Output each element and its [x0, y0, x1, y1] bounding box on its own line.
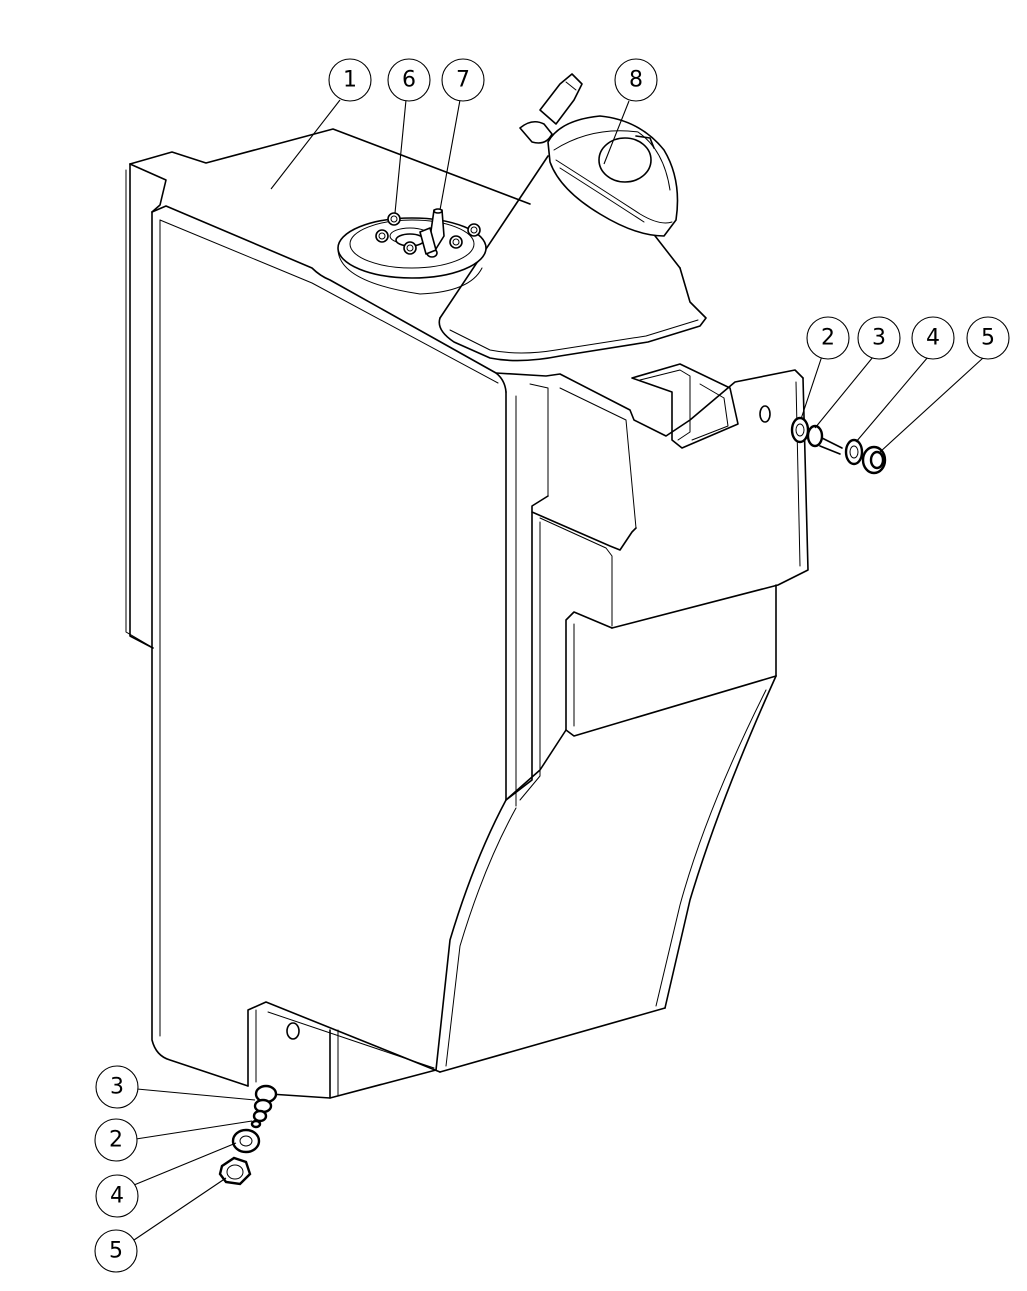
pump-flange: [337, 208, 487, 295]
balloon-3-left: 3: [95, 1065, 139, 1109]
balloon-8: 8: [614, 58, 658, 102]
flange-bolt: [467, 223, 481, 237]
flange-bolt: [449, 235, 463, 249]
balloon-5-left: 5: [94, 1229, 138, 1273]
filler-neck: [438, 155, 707, 362]
left-fitting-assembly: [218, 1084, 278, 1186]
flange-bolt: [375, 229, 389, 243]
balloon-5-left-label: 5: [109, 1239, 123, 1264]
balloon-7-label: 7: [456, 68, 470, 93]
balloon-4-right-label: 4: [926, 326, 940, 351]
balloon-3-right-label: 3: [872, 326, 886, 351]
right-fitting-assembly: [790, 416, 887, 475]
balloon-5-right-label: 5: [981, 326, 995, 351]
flange-bolt: [403, 241, 417, 255]
balloon-2-left-label: 2: [109, 1128, 123, 1153]
balloon-3-left-label: 3: [110, 1075, 124, 1100]
balloon-3-right: 3: [857, 316, 901, 360]
balloon-6: 6: [387, 58, 431, 102]
balloon-2-right-label: 2: [821, 326, 835, 351]
flange-bolt: [387, 212, 401, 226]
leader-lines: [133, 99, 984, 1241]
balloon-4-right: 4: [911, 316, 955, 360]
balloon-2-right: 2: [806, 316, 850, 360]
balloon-8-label: 8: [629, 68, 643, 93]
fuel-tank-body: [125, 128, 809, 1099]
balloon-4-left-label: 4: [110, 1184, 124, 1209]
balloon-5-right: 5: [966, 316, 1010, 360]
balloon-2-left: 2: [94, 1118, 138, 1162]
balloon-4-left: 4: [95, 1174, 139, 1218]
fuel-cap: [519, 73, 679, 237]
balloon-1: 1: [328, 58, 372, 102]
balloon-6-label: 6: [402, 68, 416, 93]
balloon-1-label: 1: [343, 68, 357, 93]
balloon-7: 7: [441, 58, 485, 102]
